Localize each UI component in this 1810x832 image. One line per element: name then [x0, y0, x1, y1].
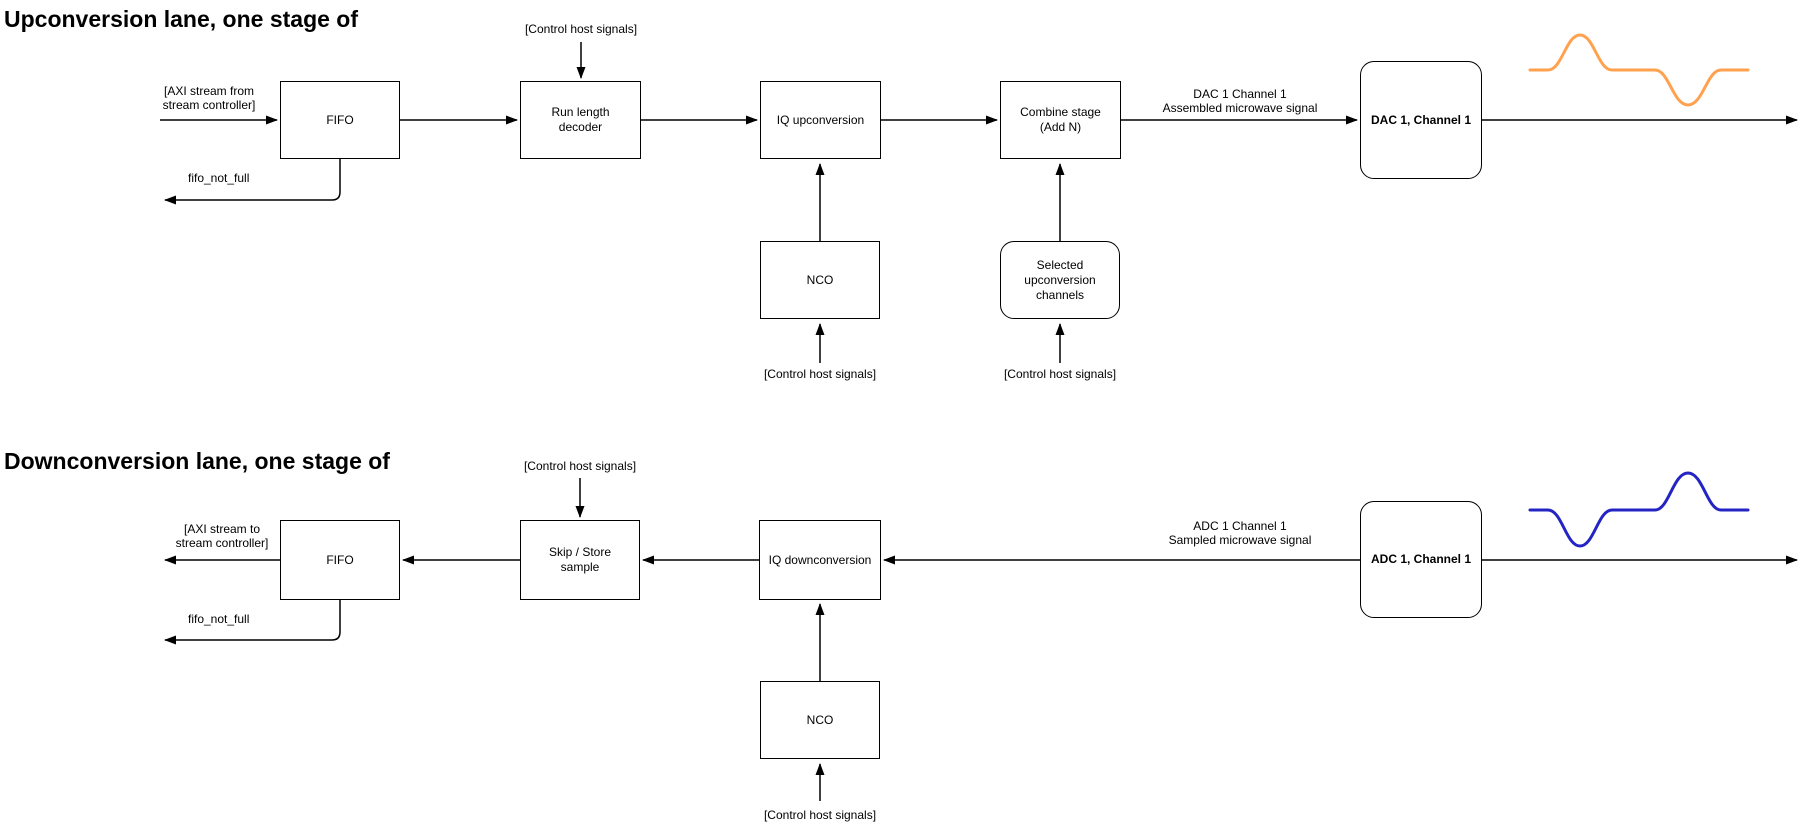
- waveform-up-icon: [1528, 33, 1750, 107]
- node-iq-upconversion: IQ upconversion: [760, 81, 881, 159]
- waveform-down-icon: [1528, 471, 1750, 548]
- label-axi-stream-from: [AXI stream from stream controller]: [162, 84, 256, 113]
- label-dac-output: DAC 1 Channel 1 Assembled microwave sign…: [1162, 87, 1318, 116]
- label-control-host-signals-nco-down: [Control host signals]: [763, 808, 877, 822]
- label-control-host-signals-decoder: [Control host signals]: [524, 22, 638, 36]
- node-dac-channel: DAC 1, Channel 1: [1360, 61, 1482, 179]
- node-skip-store-sample: Skip / Store sample: [520, 520, 640, 600]
- label-control-host-signals-skip: [Control host signals]: [523, 459, 637, 473]
- label-adc-input: ADC 1 Channel 1 Sampled microwave signal: [1168, 519, 1312, 548]
- label-control-host-signals-nco-up: [Control host signals]: [763, 367, 877, 381]
- label-axi-stream-to: [AXI stream to stream controller]: [175, 522, 269, 551]
- node-run-length-decoder: Run length decoder: [520, 81, 641, 159]
- node-nco-down: NCO: [760, 681, 880, 759]
- node-adc-channel: ADC 1, Channel 1: [1360, 501, 1482, 618]
- label-control-host-signals-channels: [Control host signals]: [1003, 367, 1117, 381]
- node-fifo-up: FIFO: [280, 81, 400, 159]
- node-combine-stage: Combine stage (Add N): [1000, 81, 1121, 159]
- downconversion-lane-title: Downconversion lane, one stage of: [4, 448, 390, 474]
- label-fifo-not-full-down: fifo_not_full: [188, 612, 250, 626]
- node-selected-upconversion-channels: Selected upconversion channels: [1000, 241, 1120, 319]
- upconversion-lane-title: Upconversion lane, one stage of: [4, 6, 359, 32]
- label-fifo-not-full-up: fifo_not_full: [188, 171, 250, 185]
- node-iq-downconversion: IQ downconversion: [759, 520, 881, 600]
- node-fifo-down: FIFO: [280, 520, 400, 600]
- node-nco-up: NCO: [760, 241, 880, 319]
